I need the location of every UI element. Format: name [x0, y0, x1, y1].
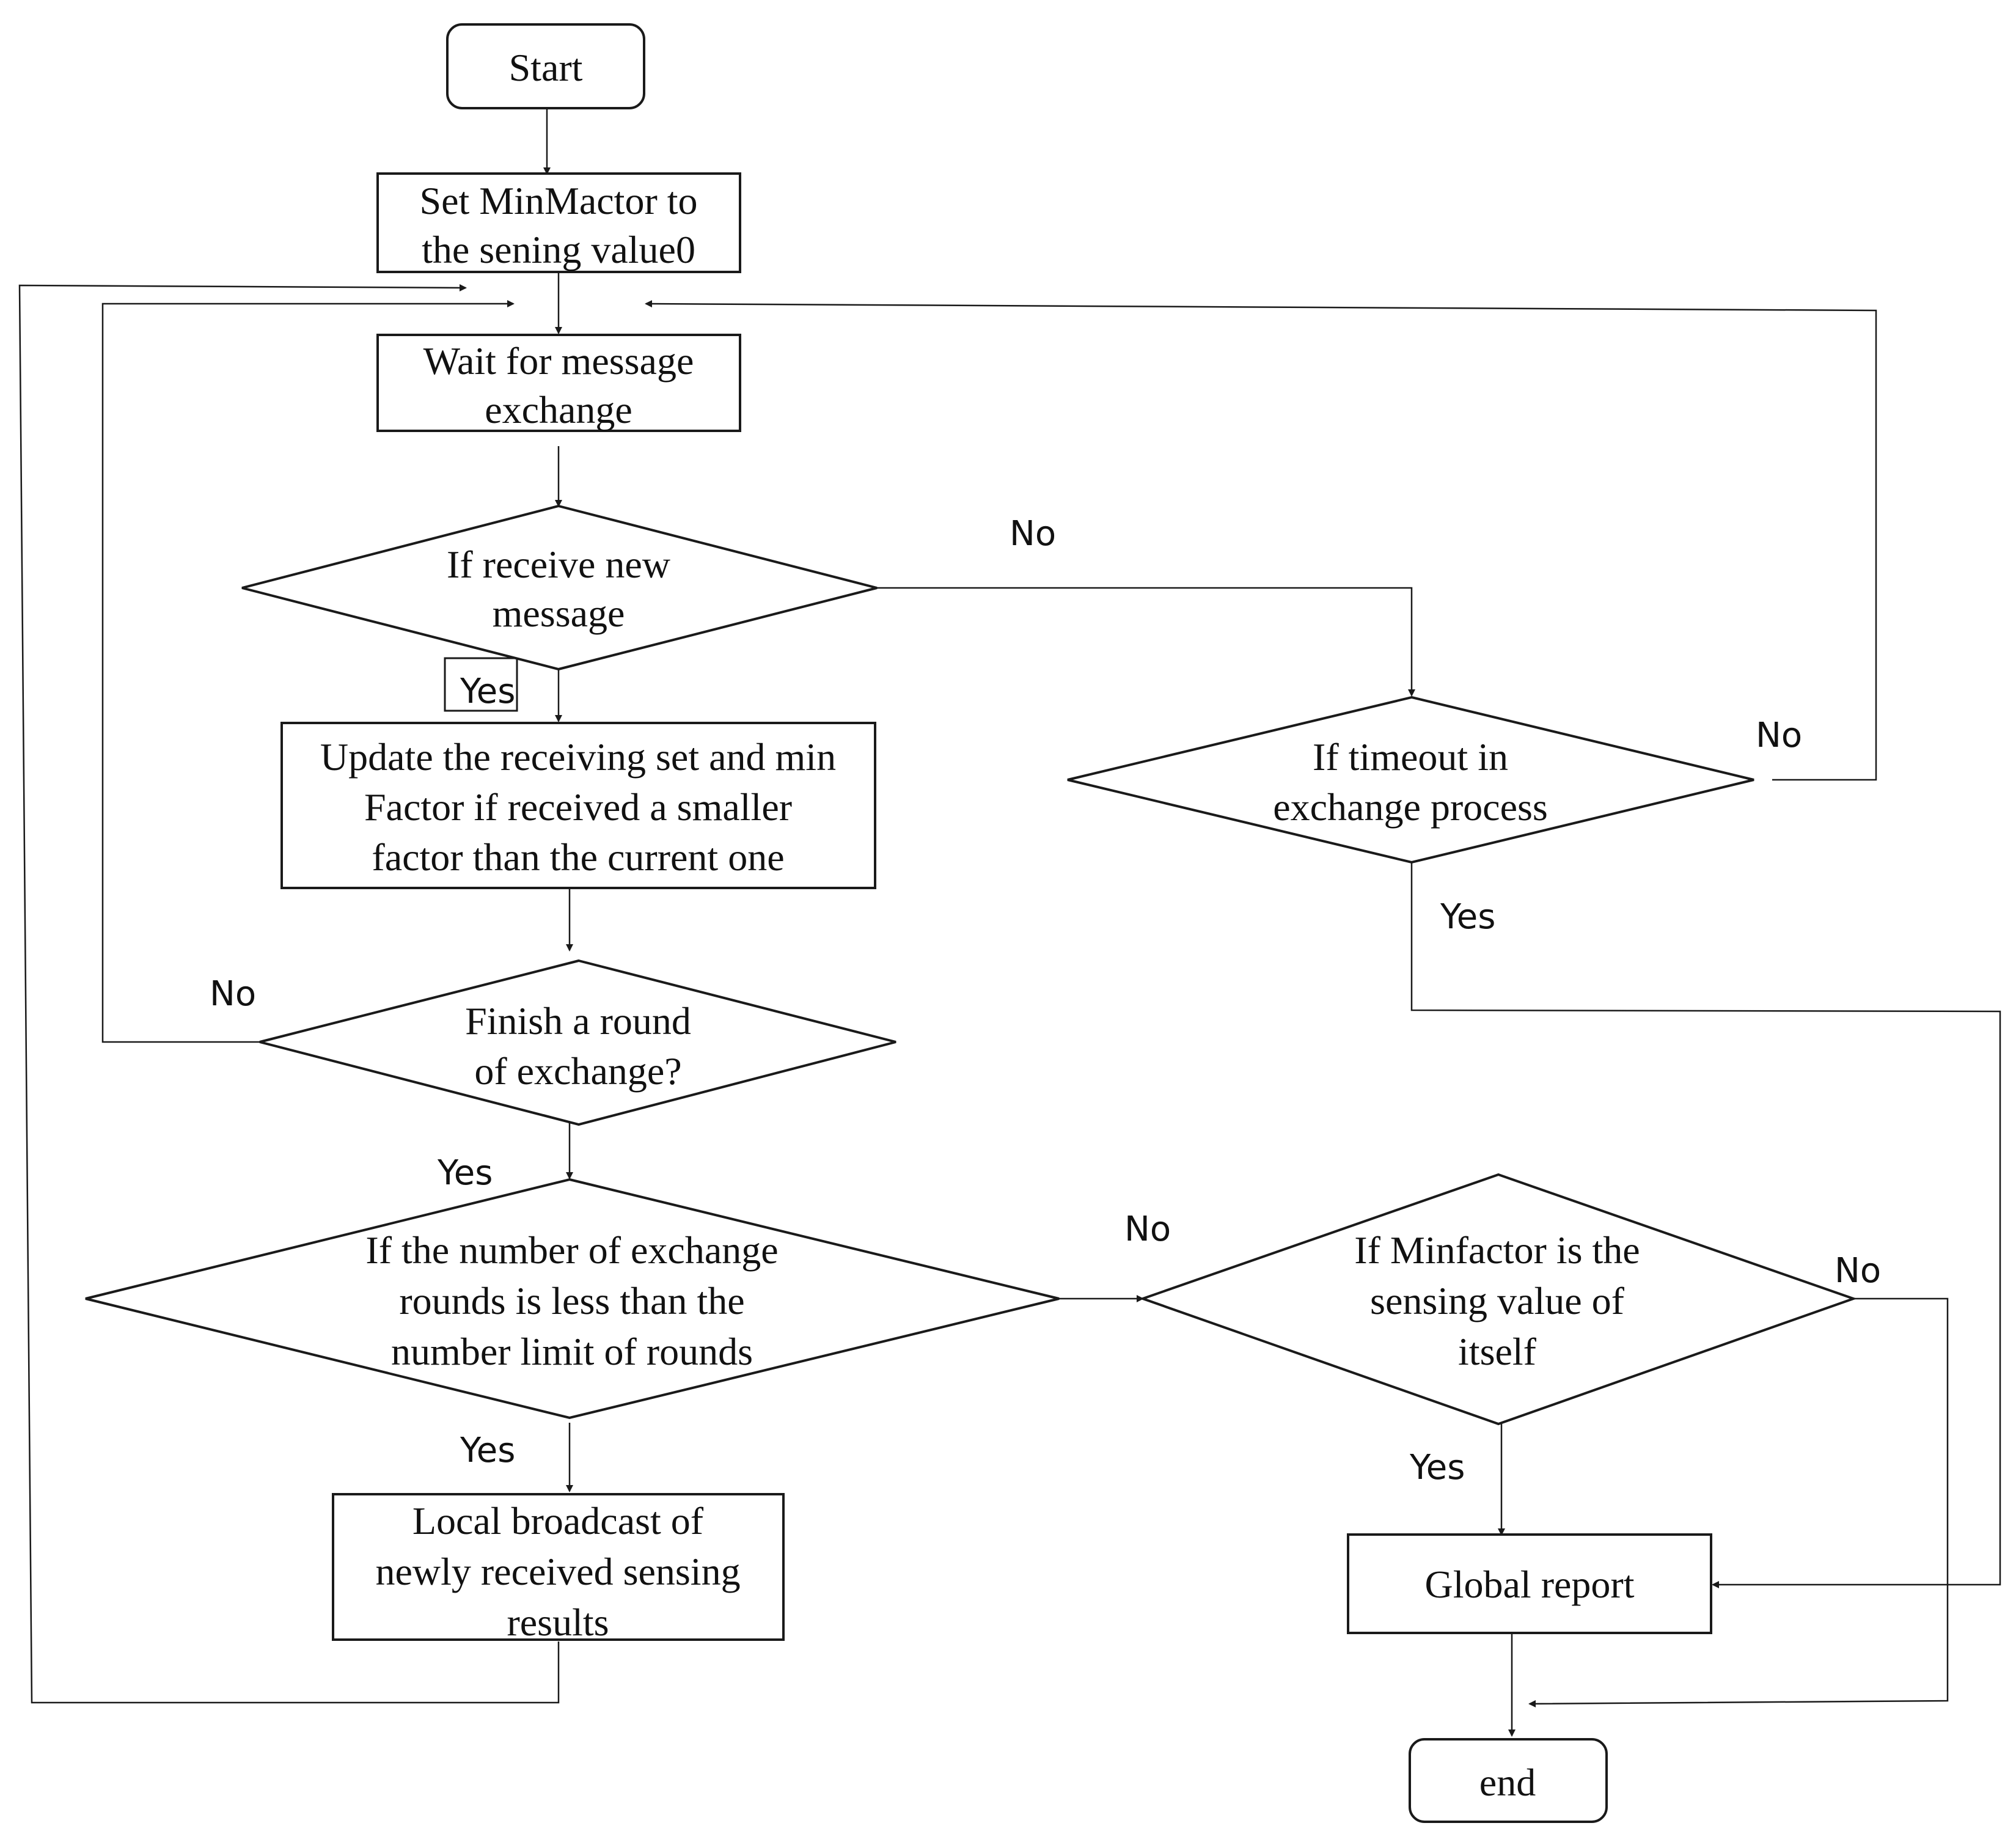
edge-timeout-no-loop: [645, 300, 1877, 781]
local-broadcast-line1: Local broadcast of: [412, 1499, 704, 1542]
start-terminal-shape: [446, 23, 645, 109]
global-report-shape: [1347, 1533, 1712, 1634]
label-receive-yes-box: [444, 657, 518, 712]
timeout-check-decision-shape: [1067, 695, 1754, 864]
minfactor-self-line1: If Minfactor is the: [1354, 1228, 1640, 1272]
node-timeout-check: If timeout in exchange process: [1067, 695, 1754, 864]
wait-exchange-shape: [376, 334, 741, 432]
edge-timeout-yes-to-global: [1410, 862, 2001, 1588]
set-minfactor-line2: the sening value0: [422, 228, 695, 271]
receive-new-line1: If receive new: [447, 543, 670, 586]
timeout-check-line1: If timeout in: [1313, 735, 1508, 779]
node-global-report: Global report: [1347, 1533, 1712, 1634]
label-rounds-yes: Yes: [460, 1431, 515, 1470]
node-minfactor-self: If Minfactor is the sensing value of its…: [1138, 1173, 1858, 1426]
receive-new-decision-shape: [241, 504, 878, 671]
rounds-limit-decision-shape: [85, 1178, 1060, 1420]
local-broadcast-shape: [332, 1493, 785, 1641]
label-timeout-no: No: [1756, 716, 1802, 755]
start-label: Start: [509, 46, 583, 89]
node-update-set: Update the receiving set and min Factor …: [280, 722, 876, 889]
label-receive-no: No: [1010, 514, 1056, 554]
wait-exchange-line2: exchange: [485, 388, 632, 431]
finish-round-line1: Finish a round: [465, 999, 691, 1043]
update-set-line2: Factor if received a smaller: [364, 785, 792, 829]
set-minfactor-shape: [376, 172, 741, 273]
local-broadcast-line2: newly received sensing: [375, 1550, 740, 1593]
edge-finish-no-loop: [101, 300, 515, 1043]
rounds-limit-line2: rounds is less than the: [399, 1279, 744, 1322]
minfactor-self-line2: sensing value of: [1370, 1279, 1625, 1322]
node-local-broadcast: Local broadcast of newly received sensin…: [332, 1493, 785, 1644]
finish-round-decision-shape: [259, 959, 896, 1126]
node-end: end: [1409, 1738, 1608, 1823]
update-set-line3: factor than the current one: [372, 835, 784, 879]
label-timeout-yes: Yes: [1440, 897, 1495, 937]
set-minfactor-line1: Set MinMactor to: [419, 179, 697, 222]
local-broadcast-line3: results: [507, 1601, 609, 1644]
label-receive-yes: Yes: [460, 672, 515, 711]
rounds-limit-line3: number limit of rounds: [391, 1330, 753, 1373]
node-receive-new: If receive new message: [241, 504, 878, 671]
label-finish-yes: Yes: [437, 1153, 493, 1193]
node-wait-exchange: Wait for message exchange: [376, 334, 741, 432]
minfactor-self-decision-shape: [1138, 1173, 1858, 1426]
update-set-line1: Update the receiving set and min: [320, 735, 836, 779]
receive-new-line2: message: [493, 592, 625, 635]
node-start: Start: [446, 23, 645, 109]
label-minfactor-yes: Yes: [1409, 1448, 1465, 1487]
rounds-limit-line1: If the number of exchange: [365, 1228, 778, 1272]
node-rounds-limit: If the number of exchange rounds is less…: [85, 1178, 1060, 1420]
node-finish-round: Finish a round of exchange?: [259, 959, 896, 1126]
wait-exchange-line1: Wait for message: [423, 339, 694, 383]
update-set-shape: [280, 722, 876, 889]
edge-broadcast-loop: [18, 284, 560, 1704]
finish-round-line2: of exchange?: [474, 1049, 681, 1093]
label-finish-no: No: [210, 974, 256, 1014]
edge-receive-no-to-timeout: [877, 587, 1415, 697]
end-terminal-shape: [1409, 1738, 1608, 1823]
node-set-minfactor: Set MinMactor to the sening value0: [376, 172, 741, 273]
edge-minfactor-no-to-end: [1528, 1297, 1949, 1707]
global-report-label: Global report: [1425, 1563, 1635, 1606]
minfactor-self-line3: itself: [1458, 1330, 1537, 1373]
label-rounds-no: No: [1124, 1209, 1171, 1249]
timeout-check-line2: exchange process: [1273, 785, 1548, 829]
label-minfactor-no: No: [1835, 1251, 1881, 1291]
end-label: end: [1479, 1761, 1536, 1804]
edges: [18, 108, 2001, 1737]
edge-labels: No Yes No Yes No Yes No Yes No Yes: [210, 514, 1881, 1487]
